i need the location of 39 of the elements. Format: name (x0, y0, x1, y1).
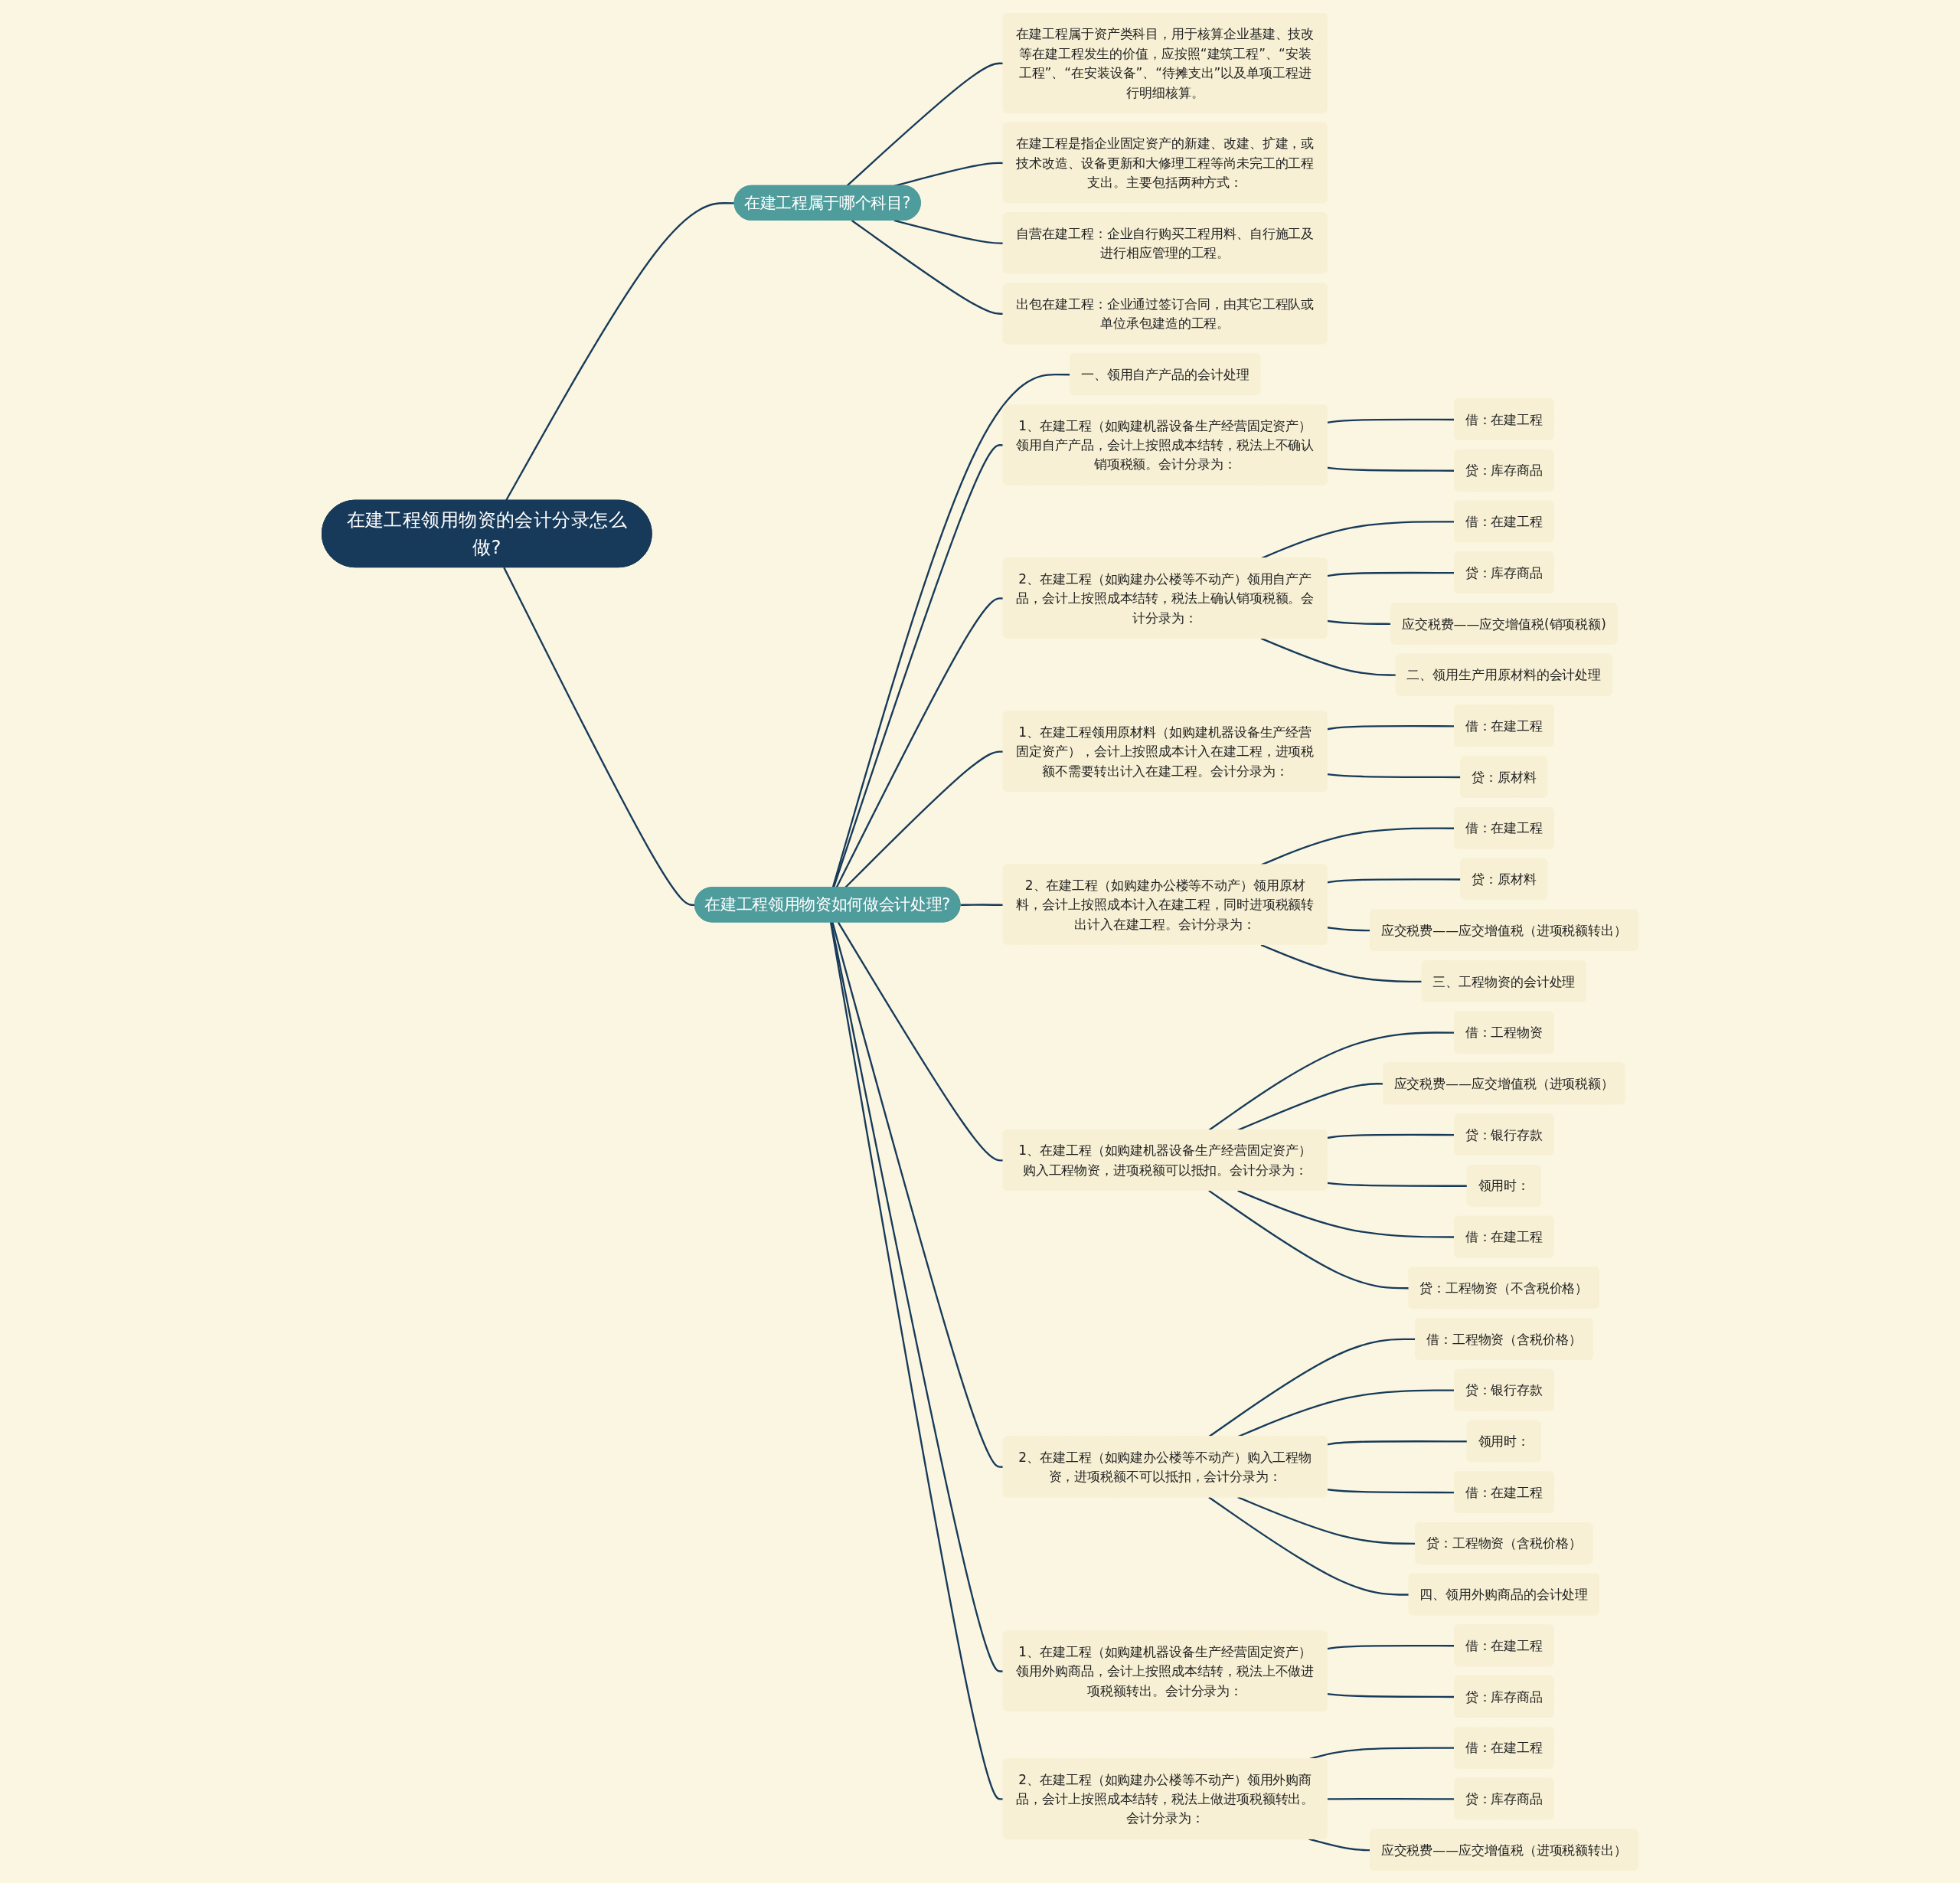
connector (837, 921, 1004, 1162)
connector (846, 62, 1004, 187)
connector (1237, 1189, 1455, 1238)
connector (960, 903, 1004, 906)
connector (505, 201, 735, 501)
connector (1260, 637, 1397, 676)
connector (1327, 773, 1462, 778)
connector (1208, 1496, 1410, 1596)
connector (835, 597, 1004, 888)
connector (1327, 1644, 1455, 1649)
connector (1327, 619, 1392, 625)
connector (1327, 1488, 1455, 1493)
connector (1327, 571, 1455, 577)
connector (1327, 724, 1455, 730)
connector (1327, 418, 1455, 423)
connector (1260, 943, 1423, 982)
connector (831, 373, 1071, 888)
connector (1327, 1440, 1468, 1445)
connector (1237, 1388, 1455, 1437)
connector (1237, 1082, 1384, 1131)
connector (1327, 878, 1462, 884)
connector (1327, 1133, 1455, 1139)
connector (503, 567, 696, 906)
connector (1327, 1182, 1468, 1187)
connector (1327, 1797, 1455, 1800)
connector (844, 750, 1004, 888)
connector (1237, 1496, 1416, 1545)
connector (1327, 926, 1371, 931)
connector (832, 443, 1004, 888)
connector (1208, 1338, 1416, 1437)
connector (1260, 520, 1455, 559)
connector (851, 219, 1004, 315)
connector (1327, 1692, 1455, 1698)
connector (893, 219, 1004, 244)
connector (1308, 1837, 1371, 1851)
connector (1327, 466, 1455, 472)
connector (1208, 1189, 1410, 1289)
connector (1208, 1031, 1455, 1131)
connector (831, 921, 1004, 1468)
